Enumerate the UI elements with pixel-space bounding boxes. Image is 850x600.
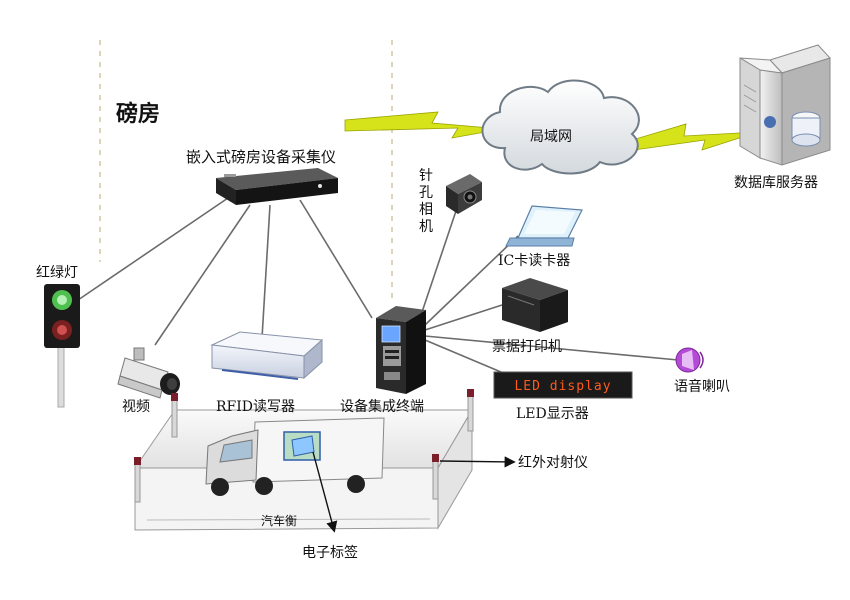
receipt-printer-icon xyxy=(502,278,568,332)
pinhole-camera-icon xyxy=(446,174,482,214)
weigh-room-boundary xyxy=(99,40,393,300)
ic-reader-label: IC卡读卡器 xyxy=(498,253,571,269)
cctv-camera-icon xyxy=(117,347,180,399)
truck-icon xyxy=(205,417,385,496)
pinhole-camera-label: 针孔相机 xyxy=(419,168,433,235)
led-screen-label: LED显示器 xyxy=(516,406,589,422)
scale-label: 汽车衡 xyxy=(261,514,298,528)
led-display-text: LED display xyxy=(514,379,611,394)
pointer-arrows xyxy=(312,451,516,533)
kiosk-terminal-icon xyxy=(376,306,426,394)
lan-label: 局域网 xyxy=(530,129,572,145)
led-display-icon: LED display xyxy=(493,371,633,399)
terminal-label: 设备集成终端 xyxy=(340,399,424,415)
lan-cloud-icon xyxy=(481,79,640,175)
video-label: 视频 xyxy=(122,399,150,415)
db-server-label: 数据库服务器 xyxy=(734,175,818,191)
speaker-label: 语音喇叭 xyxy=(674,379,730,395)
connection-lines xyxy=(77,197,679,381)
traffic-light-icon xyxy=(44,284,80,408)
database-server-icon xyxy=(739,44,831,166)
collector-label: 嵌入式磅房设备采集仪 xyxy=(186,148,337,166)
infrared-label: 红外对射仪 xyxy=(518,455,588,471)
lightning-link-left xyxy=(344,111,503,139)
weigh-room-title: 磅房 xyxy=(116,102,161,127)
speaker-icon xyxy=(675,347,704,373)
printer-label: 票据打印机 xyxy=(492,339,562,355)
traffic-light-label: 红绿灯 xyxy=(36,265,78,281)
infrared-sensor-posts xyxy=(134,389,474,503)
lightning-link-right xyxy=(631,123,759,151)
ic-card-reader-icon xyxy=(505,205,583,247)
rfid-label: RFID读写器 xyxy=(216,399,296,415)
tag-label: 电子标签 xyxy=(302,545,358,561)
rfid-reader-icon xyxy=(210,331,324,380)
embedded-collector-box-icon xyxy=(216,168,338,205)
